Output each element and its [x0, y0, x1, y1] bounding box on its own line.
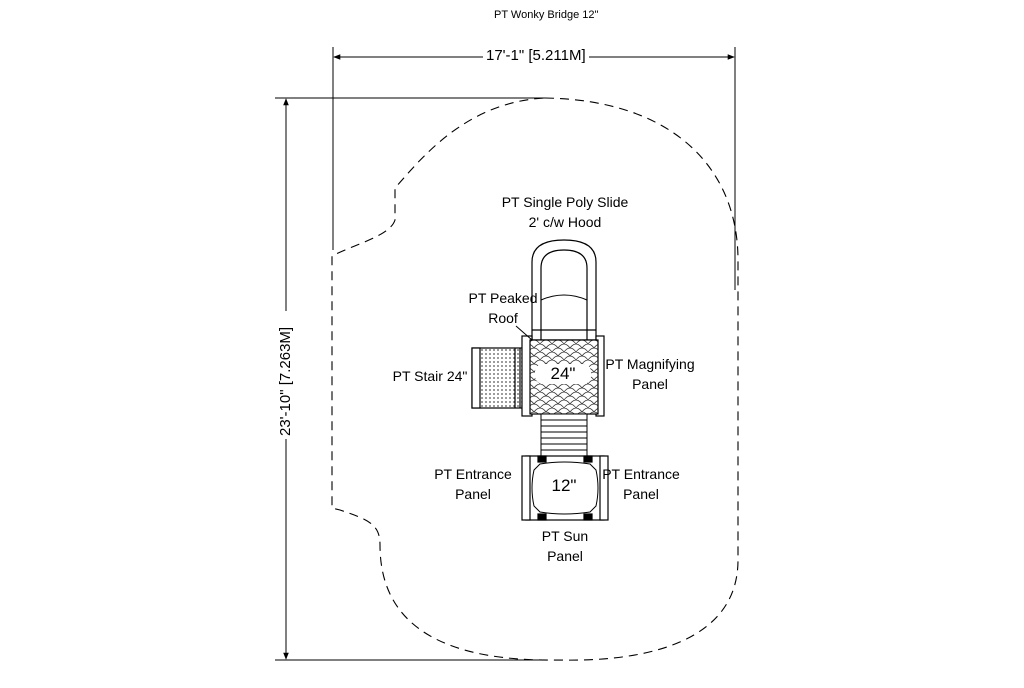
entrance-panel-right-label: PT Entrance Panel [602, 466, 680, 502]
deck-12 [521, 455, 609, 521]
wonky-bridge-symbol [540, 413, 588, 459]
deck-12-label: 12" [551, 476, 577, 495]
use-zone-boundary [331, 97, 739, 661]
roof-label: PT Peaked Roof [468, 290, 538, 326]
slide-symbol [531, 239, 597, 341]
slide-label: PT Single Poly Slide 2' c/w Hood [501, 194, 629, 230]
roof-leader-line [515, 325, 533, 341]
width-dimension-label: 17'-1" [5.211M] [483, 48, 589, 64]
stair-symbol [471, 347, 531, 409]
stair-label: PT Stair 24" [392, 368, 468, 384]
sun-panel-label: PT Sun Panel [541, 528, 589, 564]
drawing-title: PT Wonky Bridge 12" [494, 9, 599, 21]
depth-dimension-label: 23'-10" [7.263M] [277, 311, 294, 439]
magnifying-panel-label: PT Magnifying Panel [605, 356, 695, 392]
entrance-panel-left-label: PT Entrance Panel [434, 466, 512, 502]
deck-24-label: 24" [535, 364, 591, 384]
